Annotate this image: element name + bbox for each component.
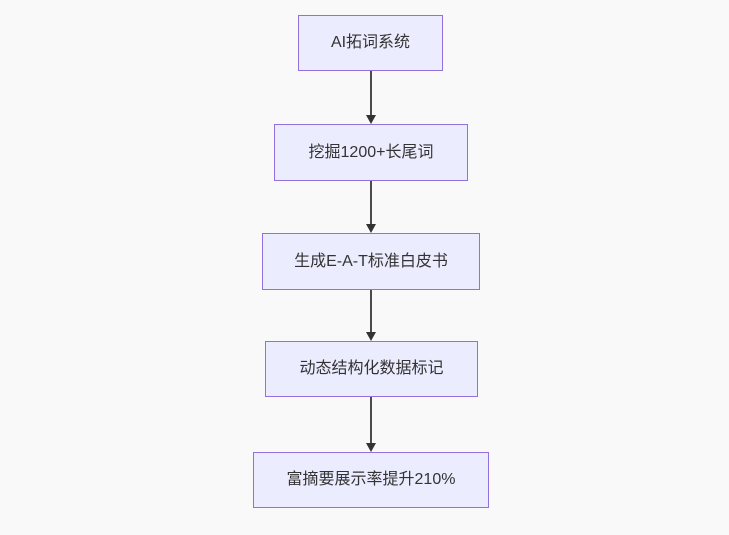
flowchart-node-step-2: 挖掘1200+长尾词 bbox=[274, 124, 468, 181]
flowchart-node-step-4: 动态结构化数据标记 bbox=[265, 341, 478, 397]
flowchart-node-step-3: 生成E-A-T标准白皮书 bbox=[262, 233, 480, 290]
arrow-down-icon bbox=[365, 181, 376, 233]
arrowhead-icon bbox=[365, 332, 376, 341]
flowchart-node-step-1: AI拓词系统 bbox=[298, 15, 443, 71]
edge-line bbox=[369, 290, 372, 332]
arrowhead-icon bbox=[365, 115, 376, 124]
node-label: 挖掘1200+长尾词 bbox=[308, 143, 434, 161]
edge-line bbox=[369, 397, 372, 443]
arrow-down-icon bbox=[365, 290, 376, 341]
edge-line bbox=[369, 71, 372, 115]
arrowhead-icon bbox=[365, 443, 376, 452]
node-label: 富摘要展示率提升210% bbox=[286, 471, 456, 489]
arrow-down-icon bbox=[365, 397, 376, 452]
node-label: AI拓词系统 bbox=[330, 34, 411, 52]
node-label: 生成E-A-T标准白皮书 bbox=[294, 252, 448, 270]
edge-line bbox=[369, 181, 372, 224]
arrowhead-icon bbox=[365, 224, 376, 233]
arrow-down-icon bbox=[365, 71, 376, 124]
node-label: 动态结构化数据标记 bbox=[299, 360, 444, 378]
flowchart-node-step-5: 富摘要展示率提升210% bbox=[253, 452, 489, 508]
